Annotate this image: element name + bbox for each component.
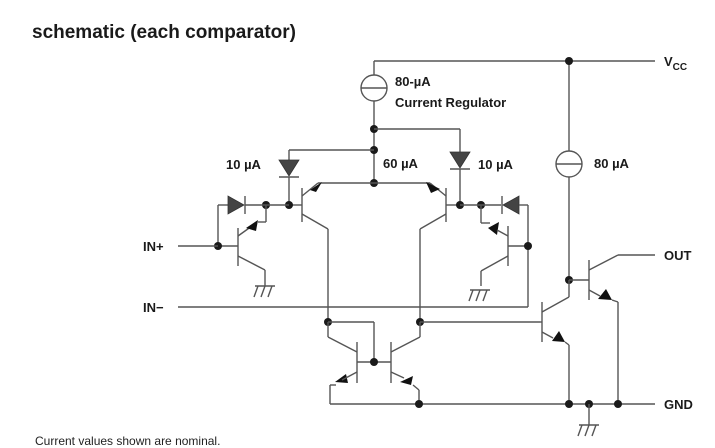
right-bias-diode [449, 129, 471, 205]
in-plus-pin-label: IN+ [143, 239, 164, 254]
ground-symbol [577, 404, 599, 437]
vcc-pin-label: VCC [664, 54, 687, 73]
regulator-name-label: Current Regulator [395, 95, 506, 110]
junction-node [614, 400, 622, 408]
current-regulator-source [360, 74, 388, 183]
gnd-pin-label: GND [664, 397, 693, 412]
mirror-right-transistor [374, 322, 421, 404]
right-diode-current-label: 10 µA [478, 157, 514, 172]
junction-node [370, 358, 378, 366]
vcc-rail [373, 60, 655, 75]
left-bias-diode [278, 150, 300, 205]
junction-node [565, 57, 573, 65]
ground-symbol [468, 289, 490, 302]
regulator-current-label: 80-µA [395, 74, 431, 89]
output-source-current-label: 80 µA [594, 156, 630, 171]
driver-transistor [540, 280, 570, 404]
footnote: Current values shown are nominal. [35, 434, 221, 448]
ground-symbol [253, 285, 275, 298]
left-input-transistor [289, 182, 374, 322]
vcc-pin-letter: V [664, 54, 673, 69]
in-plus-diode [217, 195, 266, 246]
vcc-pin-subscript: CC [673, 62, 687, 73]
in-plus-buffer-transistor [218, 205, 267, 286]
junction-node [524, 242, 532, 250]
output-transistor [569, 254, 655, 404]
in-minus-diode [481, 195, 529, 307]
output-current-source [555, 61, 583, 280]
junction-node [565, 400, 573, 408]
in-minus-buffer-transistor [480, 205, 528, 286]
in-minus-pin-label: IN− [143, 300, 164, 315]
out-pin-label: OUT [664, 248, 692, 263]
left-diode-current-label: 10 µA [226, 157, 262, 172]
schematic-title: schematic (each comparator) [32, 22, 296, 43]
junction-node [415, 400, 423, 408]
mirror-left-transistor [327, 322, 374, 404]
right-input-transistor [374, 182, 460, 322]
tail-current-label: 60 µA [383, 156, 419, 171]
